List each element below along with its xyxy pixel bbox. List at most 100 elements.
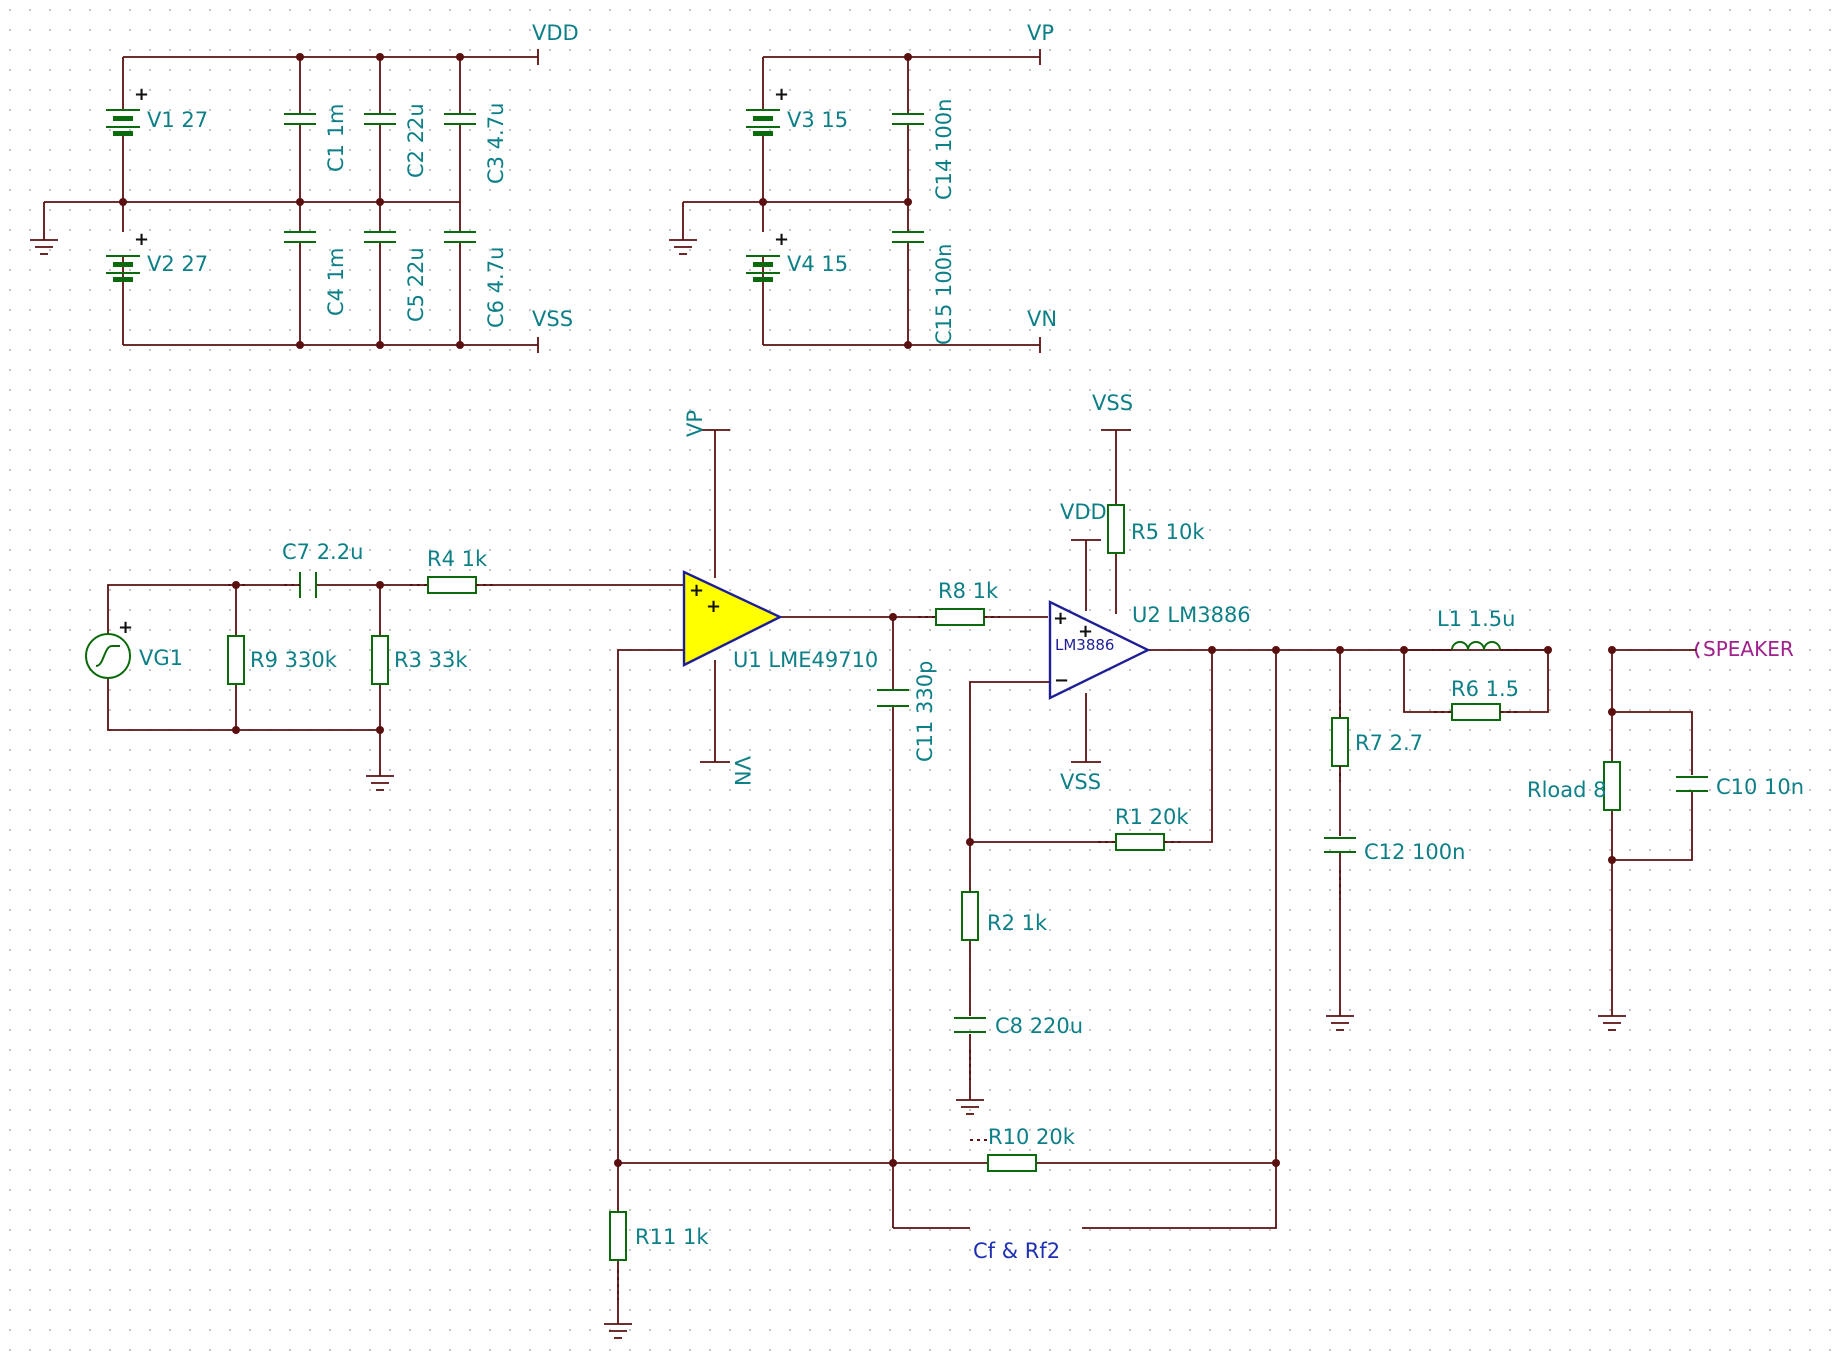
speaker-connector-icon	[1695, 641, 1700, 659]
net-label-vdd: VDD	[532, 21, 579, 45]
label-c5: C5 22u	[404, 247, 428, 322]
polarity-plus: +	[134, 229, 149, 250]
label-l1: L1 1.5u	[1437, 607, 1515, 631]
inductor-l1[interactable]	[1451, 641, 1501, 651]
resistor-r11[interactable]	[609, 1211, 627, 1261]
label-r9: R9 330k	[250, 648, 338, 672]
opamp-u2[interactable]: LM3886 + + −	[1048, 600, 1151, 700]
net-label-speaker: SPEAKER	[1703, 637, 1794, 661]
u2-input-plus: +	[1053, 608, 1068, 629]
label-r8: R8 1k	[938, 579, 999, 603]
battery-v1[interactable]: +	[106, 84, 149, 136]
u2-input-minus: −	[1054, 670, 1069, 691]
opamp-u1[interactable]: + +	[682, 570, 783, 667]
label-c2: C2 22u	[404, 103, 428, 178]
capacitor-c14[interactable]	[892, 113, 924, 125]
label-c6: C6 4.7u	[484, 247, 508, 328]
capacitor-c4[interactable]	[284, 231, 316, 243]
battery-v3[interactable]: +	[746, 84, 789, 136]
label-r1: R1 20k	[1115, 805, 1189, 829]
label-r11: R11 1k	[635, 1225, 709, 1249]
polarity-plus: +	[774, 229, 789, 250]
capacitor-c3[interactable]	[444, 113, 476, 125]
supply-block-vdd-vss: VDD VSS + V1 27 + V2 27	[30, 21, 579, 353]
resistor-r7[interactable]	[1331, 717, 1349, 767]
label-r7: R7 2.7	[1355, 731, 1423, 755]
label-vg1: VG1	[139, 646, 183, 670]
label-c8: C8 220u	[995, 1014, 1083, 1038]
net-label-vn-u1: VN	[730, 756, 754, 786]
ground-symbol	[30, 239, 58, 255]
resistor-r8[interactable]	[935, 608, 985, 626]
u1-input-plus: +	[706, 596, 721, 617]
label-c10: C10 10n	[1716, 775, 1804, 799]
resistor-r3[interactable]	[371, 635, 389, 685]
ground-symbol	[1598, 1015, 1626, 1031]
label-r4: R4 1k	[427, 547, 488, 571]
net-label-vss-u2-bottom: VSS	[1060, 770, 1101, 794]
net-label-vdd-u2: VDD	[1060, 500, 1107, 524]
net-label-vss-u2-top: VSS	[1092, 391, 1133, 415]
label-r6: R6 1.5	[1451, 677, 1519, 701]
polarity-plus: +	[118, 617, 133, 638]
label-v4: V4 15	[787, 252, 848, 276]
resistor-r5[interactable]	[1107, 504, 1125, 554]
ground-symbol	[1326, 1015, 1354, 1031]
u1-stage: + + U1 LME49710 VP VN R8 1k C11 330p	[617, 410, 1048, 1228]
label-r2: R2 1k	[987, 911, 1048, 935]
capacitor-c1[interactable]	[284, 113, 316, 125]
label-u2: U2 LM3886	[1132, 603, 1251, 627]
ground-symbol	[956, 1099, 984, 1115]
resistor-r4[interactable]	[427, 576, 477, 594]
label-c3: C3 4.7u	[484, 103, 508, 184]
supply-block-vp-vn: VP VN + V3 15 + V4 15 C14 100n C15 100n	[669, 21, 1057, 353]
polarity-plus: +	[774, 84, 789, 105]
capacitor-c5[interactable]	[364, 231, 396, 243]
resistor-r6[interactable]	[1451, 703, 1501, 721]
output-network: L1 1.5u R6 1.5 R7 2.7 C12 100n Rload 8 C…	[1324, 607, 1804, 1031]
resistor-r9[interactable]	[227, 635, 245, 685]
label-v1: V1 27	[147, 108, 208, 132]
label-r3: R3 33k	[394, 648, 468, 672]
capacitor-c2[interactable]	[364, 113, 396, 125]
u2-body-label: LM3886	[1055, 636, 1114, 654]
label-r10: R10 20k	[988, 1125, 1076, 1149]
net-label-vp-u1: VP	[683, 410, 707, 437]
net-label-vp: VP	[1027, 21, 1054, 45]
label-c7: C7 2.2u	[282, 540, 363, 564]
capacitor-c7[interactable]	[299, 572, 317, 598]
resistor-r10[interactable]	[987, 1154, 1037, 1172]
pin-tick-marks	[228, 584, 1518, 1300]
capacitor-c12[interactable]	[1324, 837, 1356, 853]
battery-v2[interactable]: +	[106, 229, 149, 282]
capacitor-c15[interactable]	[892, 231, 924, 243]
resistor-r1[interactable]	[1115, 833, 1165, 851]
capacitor-c11[interactable]	[877, 689, 909, 707]
label-c12: C12 100n	[1364, 840, 1465, 864]
ground-symbol	[604, 1323, 632, 1339]
ground-symbol	[366, 775, 394, 791]
label-c15: C15 100n	[932, 244, 956, 345]
signal-generator-vg1[interactable]: +	[85, 617, 133, 679]
net-label-vn: VN	[1027, 307, 1057, 331]
annotation-cf-rf2: Cf & Rf2	[973, 1239, 1060, 1263]
label-r5: R5 10k	[1131, 520, 1205, 544]
label-v2: V2 27	[147, 252, 208, 276]
label-c11: C11 330p	[913, 661, 937, 762]
capacitor-c6[interactable]	[444, 231, 476, 243]
resistor-rload[interactable]	[1603, 761, 1621, 811]
net-label-vss: VSS	[532, 307, 573, 331]
ground-symbol	[669, 239, 697, 255]
label-c14: C14 100n	[932, 99, 956, 200]
resistor-r2[interactable]	[961, 891, 979, 941]
capacitor-c10[interactable]	[1676, 776, 1708, 792]
label-v3: V3 15	[787, 108, 848, 132]
label-c1: C1 1m	[324, 103, 348, 172]
u2-input-plus: +	[1078, 621, 1093, 642]
label-c4: C4 1m	[324, 247, 348, 316]
u2-stage: LM3886 + + − U2 LM3886 VSS VDD VSS R5 10…	[954, 391, 1550, 1163]
battery-v4[interactable]: +	[746, 229, 789, 282]
u1-input-plus: +	[689, 580, 704, 601]
capacitor-c8[interactable]	[954, 1017, 986, 1033]
